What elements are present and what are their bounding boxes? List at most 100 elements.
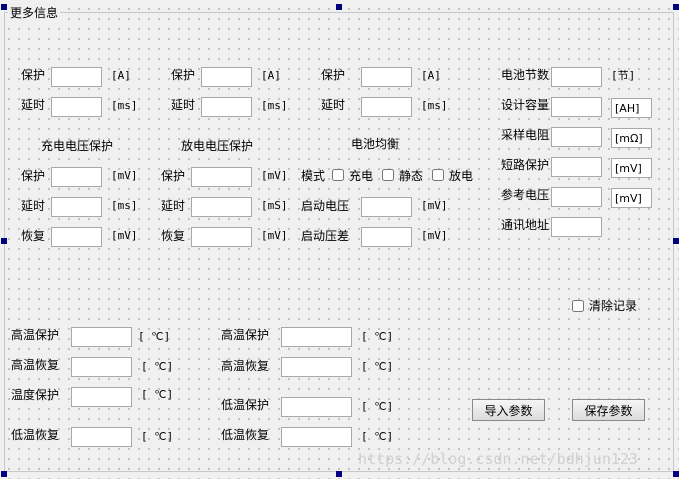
- temp-left-temp-protect-input[interactable]: [71, 387, 132, 407]
- discharge-protect-input[interactable]: [191, 167, 252, 187]
- temp-right-high-recover-unit: [ ℃]: [361, 360, 394, 373]
- discharge-delay-input[interactable]: [191, 197, 252, 217]
- cells-label: 电池节数: [501, 68, 550, 82]
- charge-delay-input[interactable]: [51, 197, 102, 217]
- temp-left-low-recover-unit: [ ℃]: [141, 430, 174, 443]
- temp-right-low-protect-label: 低温保护: [221, 398, 270, 412]
- short-protect-input[interactable]: [551, 157, 602, 177]
- sample-resistor-label: 采样电阻: [501, 128, 550, 142]
- current3-delay-input[interactable]: [361, 97, 412, 117]
- selection-handle-bm[interactable]: [336, 471, 342, 477]
- temp-right-low-recover-input[interactable]: [281, 427, 352, 447]
- design-capacity-label: 设计容量: [501, 98, 550, 112]
- cells-unit: [节]: [611, 69, 636, 82]
- temp-right-high-protect-input[interactable]: [281, 327, 352, 347]
- discharge-delay-unit: [mS]: [261, 199, 288, 212]
- temp-right-low-protect-unit: [ ℃]: [361, 400, 394, 413]
- temp-right-high-protect-label: 高温保护: [221, 328, 270, 342]
- current2-delay-label: 延时: [171, 98, 196, 112]
- comm-address-input[interactable]: [551, 217, 602, 237]
- current1-delay-input[interactable]: [51, 97, 102, 117]
- discharge-recover-unit: [mV]: [261, 229, 288, 242]
- temp-left-low-recover-input[interactable]: [71, 427, 132, 447]
- current3-protect-label: 保护: [321, 68, 346, 82]
- ref-voltage-input[interactable]: [551, 187, 602, 207]
- cells-input[interactable]: [551, 67, 602, 87]
- save-params-button[interactable]: 保存参数: [572, 399, 645, 421]
- temp-left-high-protect-label: 高温保护: [11, 328, 60, 342]
- import-params-button[interactable]: 导入参数: [472, 399, 545, 421]
- clear-records-label: 清除记录: [589, 299, 638, 313]
- current1-protect-input[interactable]: [51, 67, 102, 87]
- ref-voltage-unit: [611, 188, 652, 208]
- temp-left-high-recover-input[interactable]: [71, 357, 132, 377]
- selection-handle-bl[interactable]: [1, 471, 7, 477]
- balance-start-diff-input[interactable]: [361, 227, 412, 247]
- temp-right-low-recover-label: 低温恢复: [221, 428, 270, 442]
- charge-recover-input[interactable]: [51, 227, 102, 247]
- selection-handle-br[interactable]: [673, 471, 679, 477]
- current1-delay-unit: [ms]: [111, 99, 138, 112]
- temp-left-high-recover-label: 高温恢复: [11, 358, 60, 372]
- current1-delay-label: 延时: [21, 98, 46, 112]
- discharge-protect-label: 保护: [161, 169, 186, 183]
- balance-mode-label: 模式: [301, 169, 326, 183]
- selection-handle-tl[interactable]: [1, 4, 7, 10]
- balance-start-voltage-unit: [mV]: [421, 199, 448, 212]
- discharge-recover-input[interactable]: [191, 227, 252, 247]
- balance-static-checkbox[interactable]: [382, 169, 394, 181]
- current3-delay-unit: [ms]: [421, 99, 448, 112]
- balance-title: 电池均衡: [351, 137, 400, 151]
- temp-left-high-protect-input[interactable]: [71, 327, 132, 347]
- current2-protect-input[interactable]: [201, 67, 252, 87]
- charge-protect-label: 保护: [21, 169, 46, 183]
- discharge-recover-label: 恢复: [161, 229, 186, 243]
- temp-right-low-protect-input[interactable]: [281, 397, 352, 417]
- current3-protect-input[interactable]: [361, 67, 412, 87]
- sample-resistor-unit: [611, 128, 652, 148]
- ref-voltage-label: 参考电压: [501, 188, 550, 202]
- selection-handle-ml[interactable]: [1, 238, 7, 244]
- temp-left-high-protect-unit: [ ℃]: [138, 330, 171, 343]
- temp-left-temp-protect-unit: [ ℃]: [141, 388, 174, 401]
- temp-right-low-recover-unit: [ ℃]: [361, 430, 394, 443]
- current2-protect-label: 保护: [171, 68, 196, 82]
- selection-handle-tr[interactable]: [673, 4, 679, 10]
- current2-delay-unit: [ms]: [261, 99, 288, 112]
- charge-delay-label: 延时: [21, 199, 46, 213]
- discharge-voltage-title: 放电电压保护: [181, 139, 254, 153]
- design-capacity-unit: [611, 98, 652, 118]
- charge-protect-input[interactable]: [51, 167, 102, 187]
- balance-start-diff-label: 启动压差: [301, 229, 350, 243]
- charge-delay-unit: [ms]: [111, 199, 138, 212]
- current1-protect-label: 保护: [21, 68, 46, 82]
- current2-protect-unit: [A]: [261, 69, 281, 82]
- clear-records-checkbox[interactable]: [572, 300, 584, 312]
- temp-right-high-recover-input[interactable]: [281, 357, 352, 377]
- balance-charge-checkbox[interactable]: [332, 169, 344, 181]
- sample-resistor-input[interactable]: [551, 127, 602, 147]
- selection-handle-tm[interactable]: [336, 4, 342, 10]
- balance-start-voltage-input[interactable]: [361, 197, 412, 217]
- short-protect-label: 短路保护: [501, 158, 550, 172]
- charge-recover-unit: [mV]: [111, 229, 138, 242]
- current2-delay-input[interactable]: [201, 97, 252, 117]
- balance-charge-label: 充电: [349, 169, 374, 183]
- temp-right-high-recover-label: 高温恢复: [221, 359, 270, 373]
- group-title: 更多信息: [8, 5, 61, 21]
- current3-delay-label: 延时: [321, 98, 346, 112]
- balance-discharge-checkbox[interactable]: [432, 169, 444, 181]
- temp-left-low-recover-label: 低温恢复: [11, 428, 60, 442]
- charge-protect-unit: [mV]: [111, 169, 138, 182]
- current1-protect-unit: [A]: [111, 69, 131, 82]
- comm-address-label: 通讯地址: [501, 218, 550, 232]
- current3-protect-unit: [A]: [421, 69, 441, 82]
- discharge-delay-label: 延时: [161, 199, 186, 213]
- temp-left-high-recover-unit: [ ℃]: [141, 360, 174, 373]
- balance-start-voltage-label: 启动电压: [301, 199, 350, 213]
- selection-handle-mr[interactable]: [673, 238, 679, 244]
- discharge-protect-unit: [mV]: [261, 169, 288, 182]
- balance-static-label: 静态: [399, 169, 424, 183]
- design-capacity-input[interactable]: [551, 97, 602, 117]
- balance-start-diff-unit: [mV]: [421, 229, 448, 242]
